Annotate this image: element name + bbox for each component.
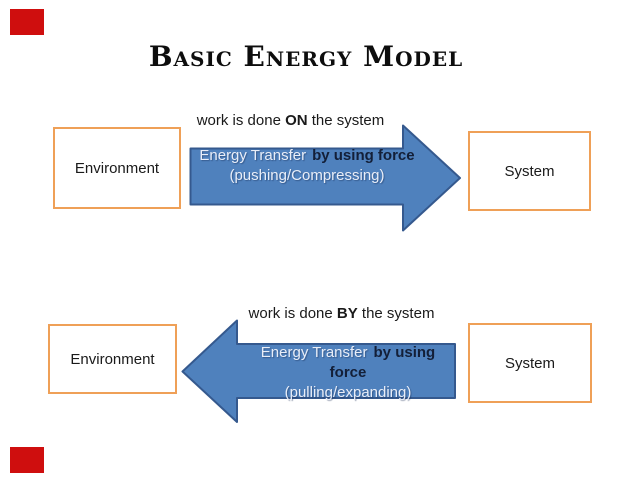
system-label: System: [504, 354, 555, 372]
system-box-top: System: [468, 131, 591, 211]
arrow-label-top: Energy Transfer by using force (pushing/C…: [197, 146, 417, 186]
caption-pre: work is done: [248, 305, 337, 322]
energy-arrow-right: [189, 124, 461, 232]
arrow-label-line2: (pulling/expanding): [284, 384, 412, 401]
red-marker-bottom-left: [10, 447, 44, 473]
environment-label: Environment: [70, 350, 155, 368]
arrow-label-light: Energy Transfer: [199, 147, 307, 164]
caption-post: the system: [357, 305, 435, 322]
environment-box-bottom: Environment: [48, 324, 177, 394]
caption-bold: BY: [336, 305, 358, 322]
caption-work-on-system: work is done ON the system: [183, 112, 398, 129]
arrow-label-light: Energy Transfer: [260, 344, 368, 361]
arrow-label-bold: by using force: [312, 147, 415, 164]
environment-box-top: Environment: [53, 127, 181, 209]
system-box-bottom: System: [468, 323, 592, 403]
system-label: System: [504, 162, 555, 180]
caption-pre: work is done: [196, 112, 286, 129]
energy-arrow-left: [181, 319, 456, 423]
caption-work-by-system: work is done BY the system: [234, 305, 449, 322]
arrow-label-bold: by using force: [329, 344, 436, 381]
arrow-label-line1: Energy Transfer by using force: [197, 146, 417, 166]
slide-title: Basic Energy Model: [148, 40, 464, 73]
caption-bold: ON: [285, 112, 308, 129]
red-marker-top-left: [10, 9, 44, 35]
caption-post: the system: [307, 112, 385, 129]
environment-label: Environment: [74, 159, 160, 177]
arrow-label-line2: (pushing/Compressing): [229, 167, 385, 184]
